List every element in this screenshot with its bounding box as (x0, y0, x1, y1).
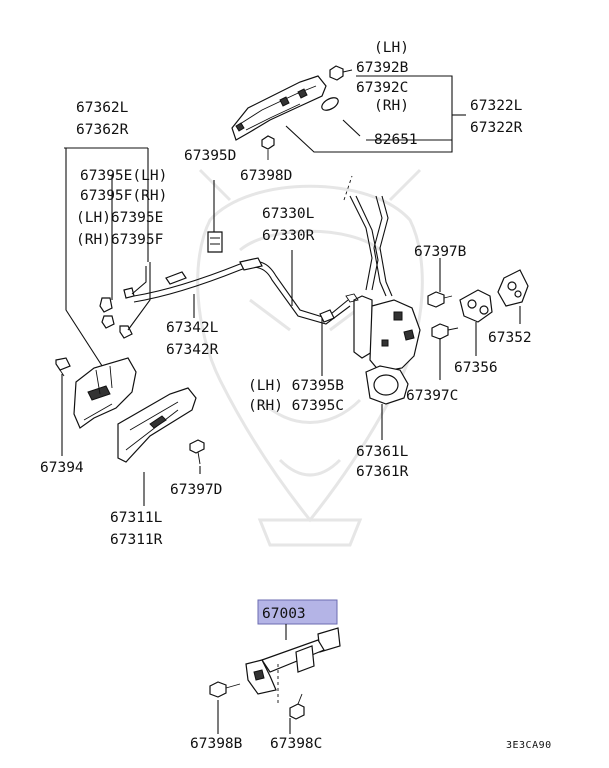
label-67311r: 67311R (110, 532, 163, 548)
label-67342r: 67342R (166, 342, 219, 358)
inside-handle-bezel-67362 (73, 357, 137, 429)
highlight-67003 (257, 599, 338, 625)
label-67398b: 67398B (190, 736, 243, 752)
inside-handle-67311 (117, 387, 197, 463)
label-lh-67395b: (LH) 67395B (248, 378, 344, 394)
label-lh-67395e: (LH)67395E (76, 210, 163, 226)
label-67392c: 67392C (356, 80, 408, 96)
clip-67395d (207, 231, 223, 253)
screw-67392b (329, 65, 353, 81)
bolt-67398b (209, 681, 241, 734)
label-67362r: 67362R (76, 122, 129, 138)
label-67397d: 67397D (170, 482, 222, 498)
label-67361r: 67361R (356, 464, 409, 480)
label-67392b: 67392B (356, 60, 409, 76)
bolt-67397b (427, 258, 453, 308)
label-67394: 67394 (40, 460, 84, 476)
label-67397b: 67397B (414, 244, 467, 260)
shim-67352 (497, 269, 529, 324)
label-67003: 67003 (262, 606, 306, 622)
label-rh-67392: (RH) (374, 98, 409, 114)
label-67330r: 67330R (262, 228, 315, 244)
lock-rods-67330 (133, 180, 393, 325)
label-82651: 82651 (374, 132, 418, 148)
screw-67398d (261, 135, 275, 160)
bolt-67398c (289, 693, 305, 734)
label-lh-67392: (LH) (374, 40, 409, 56)
label-67352: 67352 (488, 330, 532, 346)
screw-67397d (189, 439, 205, 465)
label-67322r: 67322R (470, 120, 523, 136)
label-67398c: 67398C (270, 736, 322, 752)
label-67356: 67356 (454, 360, 498, 376)
label-67395d: 67395D (184, 148, 236, 164)
gasket-82651 (321, 97, 339, 111)
label-67395f-rh: 67395F(RH) (80, 188, 167, 204)
watermark-emblem (196, 168, 424, 547)
clip-67394 (55, 357, 71, 377)
outside-handle (231, 75, 327, 141)
label-67362l: 67362L (76, 100, 129, 116)
diagram-code: 3E3CA90 (506, 740, 552, 751)
label-67397c: 67397C (406, 388, 458, 404)
label-67361l: 67361L (356, 444, 409, 460)
label-67398d: 67398D (240, 168, 292, 184)
label-67330l: 67330L (262, 206, 315, 222)
clip-67395e (99, 287, 135, 339)
label-rh-67395c: (RH) 67395C (248, 398, 344, 414)
label-rh-67395f: (RH)67395F (76, 232, 163, 248)
label-67322l: 67322L (470, 98, 523, 114)
bolt-67397c (431, 323, 459, 380)
label-67342l: 67342L (166, 320, 219, 336)
label-67311l: 67311L (110, 510, 163, 526)
door-latch-67361 (345, 293, 421, 405)
striker-67356 (459, 289, 493, 356)
label-67395e-lh: 67395E(LH) (80, 168, 167, 184)
door-check-67003 (245, 627, 341, 706)
